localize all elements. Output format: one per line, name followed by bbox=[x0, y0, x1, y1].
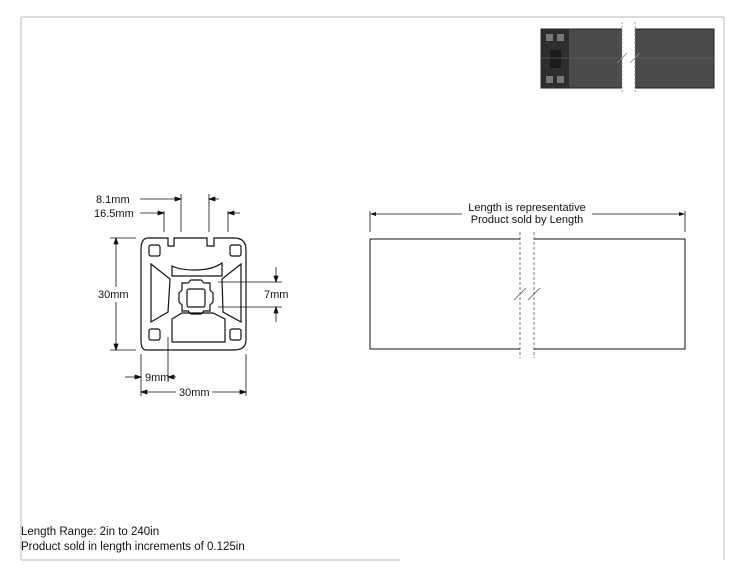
length-range-note: Length Range: 2in to 240in bbox=[21, 526, 160, 538]
profile-cross-section bbox=[140, 237, 247, 351]
profile-dimension-labels: 8.1mm 16.5mm 30mm 7mm 9mm 30mm bbox=[94, 194, 288, 399]
sold-by-length-label: Product sold by Length bbox=[471, 214, 584, 226]
length-representative-label: Length is representative bbox=[468, 202, 585, 214]
dim-width-label: 30mm bbox=[179, 387, 210, 399]
dim-slot-center-label: 16.5mm bbox=[94, 208, 134, 220]
dim-height-label: 30mm bbox=[98, 289, 129, 301]
product-thumbnail bbox=[540, 22, 715, 94]
length-increment-note: Product sold in length increments of 0.1… bbox=[21, 541, 245, 553]
sheet-frame bbox=[20, 16, 725, 561]
dim-slot-opening-label: 8.1mm bbox=[96, 194, 130, 206]
length-side-view: Length is representative Product sold by… bbox=[369, 200, 686, 358]
dim-center-bore-label: 7mm bbox=[264, 289, 288, 301]
profile-outline bbox=[140, 237, 247, 351]
dim-offset-label: 9mm bbox=[145, 372, 169, 384]
center-bore bbox=[178, 279, 214, 315]
profile-dimensions bbox=[110, 194, 282, 396]
